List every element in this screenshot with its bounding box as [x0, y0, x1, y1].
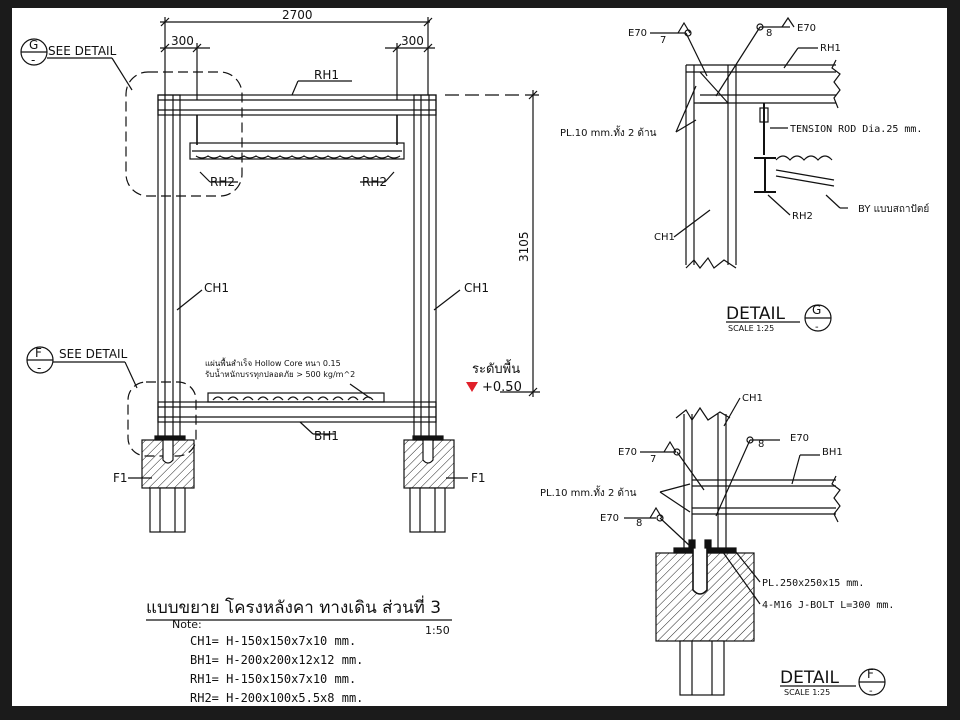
label-rh2-right: RH2 [362, 175, 387, 189]
dim-left: 300 [171, 34, 194, 48]
f-label-bh1: BH1 [822, 447, 843, 458]
f-label-base-plate: PL.250x250x15 mm. [762, 578, 864, 589]
g-label-deck: BY แบบสถาปัตย์ [858, 203, 929, 215]
paper [12, 8, 947, 706]
f-weld-top-right-size: 8 [758, 439, 764, 450]
note-ch1: CH1= H-150x150x7x10 mm. [190, 634, 356, 648]
label-ch1-left: CH1 [204, 281, 229, 295]
dim-right: 300 [401, 34, 424, 48]
note-rh1: RH1= H-150x150x7x10 mm. [190, 672, 356, 686]
g-weld-left: E70 [628, 28, 647, 39]
f-weld-bottom-size: 8 [636, 518, 642, 529]
see-detail-g-letter: G [29, 38, 38, 52]
label-f1-right: F1 [471, 471, 486, 485]
f-weld-top-left: E70 [618, 447, 637, 458]
slab-note-1: แผ่นพื้นสำเร็จ Hollow Core หนา 0.15 [205, 357, 341, 368]
g-weld-left-size: 7 [660, 35, 666, 46]
see-detail-g-text: SEE DETAIL [48, 44, 117, 58]
f-detail-title: DETAIL [780, 668, 840, 688]
g-label-tension-rod: TENSION ROD Dia.25 mm. [790, 124, 922, 135]
title-block: แบบขยาย โครงหลังคา ทางเดิน ส่วนที่ 3 1:5… [146, 595, 452, 705]
label-bh1: BH1 [314, 429, 339, 443]
note-rh2: RH2= H-200x100x5.5x8 mm. [190, 691, 363, 705]
f-detail-letter: F [867, 667, 874, 681]
level-label: ระดับพื้น [472, 359, 520, 377]
g-detail-scale: SCALE 1:25 [728, 324, 774, 333]
drawing-scale: 1:50 [425, 624, 450, 637]
f-detail-scale: SCALE 1:25 [784, 688, 830, 697]
note-label: Note: [172, 618, 202, 631]
detail-g [650, 16, 848, 332]
g-label-rh2: RH2 [792, 211, 813, 222]
g-weld-right: E70 [797, 23, 816, 34]
g-weld-right-size: 8 [766, 28, 772, 39]
see-detail-f-text: SEE DETAIL [59, 347, 128, 361]
drawing-title: แบบขยาย โครงหลังคา ทางเดิน ส่วนที่ 3 [146, 595, 441, 618]
see-detail-g-dash: - [31, 53, 35, 67]
dim-height: 3105 [517, 231, 531, 262]
g-label-ch1: CH1 [654, 232, 675, 243]
level-marker-icon [466, 382, 478, 392]
main-elevation [20, 17, 540, 533]
g-label-plate: PL.10 mm.ทั้ง 2 ด้าน [560, 125, 657, 139]
label-f1-left: F1 [113, 471, 128, 485]
f-detail-dash: - [869, 686, 873, 697]
slab-note-2: รับน้ำหนักบรรทุกปลอดภัย > 500 kg/m^2 [205, 368, 355, 379]
f-label-ch1: CH1 [742, 393, 763, 404]
level-value: +0.50 [482, 380, 522, 395]
see-detail-f-letter: F [35, 346, 42, 360]
g-detail-dash: - [815, 322, 819, 333]
f-weld-bottom: E70 [600, 513, 619, 524]
dim-total: 2700 [282, 8, 313, 22]
note-bh1: BH1= H-200x200x12x12 mm. [190, 653, 363, 667]
label-rh2-left: RH2 [210, 175, 235, 189]
label-ch1-right: CH1 [464, 281, 489, 295]
see-detail-f-dash: - [37, 361, 41, 375]
g-label-rh1: RH1 [820, 43, 841, 54]
g-detail-letter: G [812, 303, 821, 317]
f-weld-top-right: E70 [790, 433, 809, 444]
detail-f [624, 397, 886, 696]
g-detail-title: DETAIL [726, 304, 786, 324]
f-label-plate: PL.10 mm.ทั้ง 2 ด้าน [540, 485, 637, 499]
f-label-bolts: 4-M16 J-BOLT L=300 mm. [762, 600, 894, 611]
f-weld-top-left-size: 7 [650, 454, 656, 465]
label-rh1: RH1 [314, 68, 339, 82]
